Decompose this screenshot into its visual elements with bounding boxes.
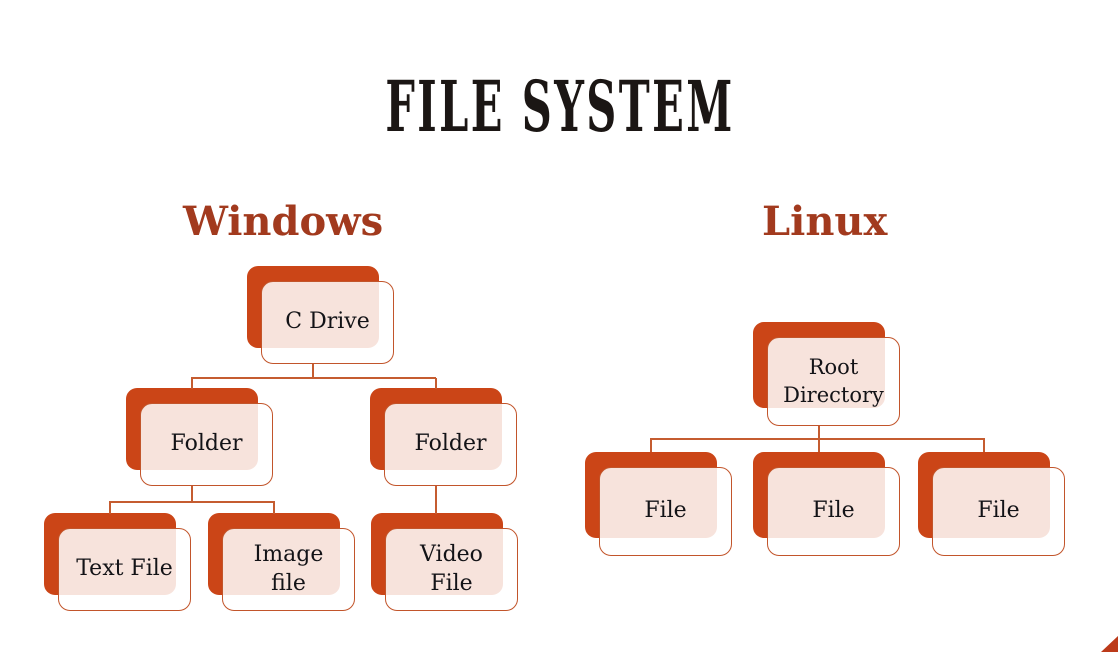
windows-heading: Windows [183, 198, 384, 245]
connector-folder-stub [191, 486, 193, 502]
connector-drop-image-file [273, 502, 275, 514]
connector-cdrive-bar [191, 377, 436, 379]
node-label: File [977, 498, 1020, 524]
connector-drop-text-file [109, 502, 111, 514]
linux-heading: Linux [762, 198, 888, 245]
node-c-drive: C Drive [247, 266, 395, 364]
node-root-directory: Root Directory [753, 322, 901, 428]
node-label: Folder [170, 431, 243, 457]
node-label: File [812, 498, 855, 524]
node-front-shape: Root Directory [767, 337, 900, 426]
node-label: Root Directory [783, 355, 884, 407]
node-file-3: File [918, 452, 1066, 558]
node-front-shape: File [767, 467, 900, 556]
corner-brush-mark [1101, 636, 1118, 652]
node-front-shape: File [932, 467, 1065, 556]
connector-folder-bar [109, 501, 275, 503]
node-label: File [644, 498, 687, 524]
node-front-shape: Image file [222, 528, 355, 611]
connector-drop-file-3 [983, 439, 985, 452]
node-label: C Drive [285, 309, 370, 335]
node-image-file: Image file [208, 513, 356, 611]
node-label: Video File [420, 541, 483, 596]
node-video-file: Video File [371, 513, 519, 611]
node-folder-left: Folder [126, 388, 274, 486]
node-front-shape: Video File [385, 528, 518, 611]
connector-drop-folder-right [435, 378, 437, 389]
connector-cdrive-stub [312, 364, 314, 378]
node-text-file: Text File [44, 513, 192, 611]
connector-drop-file-1 [650, 439, 652, 452]
connector-root-stub [818, 426, 820, 439]
node-front-shape: File [599, 467, 732, 556]
node-label: Image file [253, 541, 324, 596]
node-file-1: File [585, 452, 733, 558]
connector-folder-video [435, 486, 437, 514]
node-front-shape: Text File [58, 528, 191, 611]
node-front-shape: Folder [140, 403, 273, 486]
node-folder-right: Folder [370, 388, 518, 486]
node-label: Folder [414, 431, 487, 457]
node-label: Text File [76, 556, 173, 582]
node-front-shape: C Drive [261, 281, 394, 364]
connector-root-bar [650, 438, 985, 440]
node-file-2: File [753, 452, 901, 558]
connector-drop-file-2 [818, 439, 820, 452]
connector-drop-folder-left [191, 378, 193, 389]
page-title: FILE SYSTEM [385, 66, 735, 149]
node-front-shape: Folder [384, 403, 517, 486]
